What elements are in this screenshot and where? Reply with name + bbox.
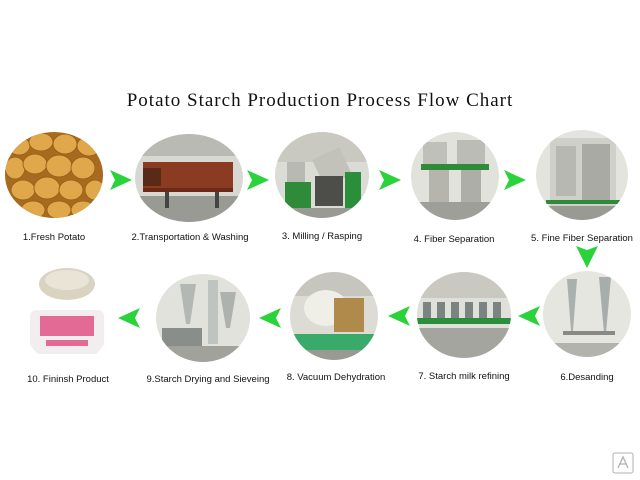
step-4-image	[411, 132, 499, 220]
chart-title: Potato Starch Production Process Flow Ch…	[126, 90, 514, 111]
step-5-image	[536, 130, 628, 220]
step-8-label: 8. Vacuum Dehydration	[286, 372, 386, 383]
arrow-left-icon	[259, 308, 281, 328]
arrow-left-icon	[118, 308, 140, 328]
arrow-right-icon	[379, 170, 401, 190]
step-10-image	[24, 262, 110, 362]
step-10-label: 10. Fininsh Product	[27, 374, 109, 385]
arrow-left-icon	[388, 306, 410, 326]
step-7-label: 7. Starch milk refining	[418, 371, 510, 382]
step-1-image	[5, 132, 103, 218]
watermark-logo-icon	[612, 452, 634, 474]
step-9-label: 9.Starch Drying and Sieveing	[146, 374, 270, 385]
arrow-down-icon	[576, 246, 598, 268]
step-6-image	[543, 271, 631, 357]
arrow-right-icon	[504, 170, 526, 190]
step-9-image	[156, 274, 250, 362]
step-3-image	[275, 132, 369, 218]
step-2-label: 2.Transportation & Washing	[131, 232, 249, 243]
step-7-image	[417, 272, 511, 358]
arrow-right-icon	[110, 170, 132, 190]
step-2-image	[135, 134, 243, 222]
step-8-image	[290, 272, 378, 360]
arrow-right-icon	[247, 170, 269, 190]
step-1-label: 1.Fresh Potato	[22, 232, 86, 243]
step-5-label: 5. Fine Fiber Separation	[531, 233, 633, 244]
arrow-left-icon	[518, 306, 540, 326]
step-4-label: 4. Fiber Separation	[413, 234, 495, 245]
step-3-label: 3. Milling / Rasping	[281, 231, 363, 242]
step-6-label: 6.Desanding	[560, 372, 614, 383]
